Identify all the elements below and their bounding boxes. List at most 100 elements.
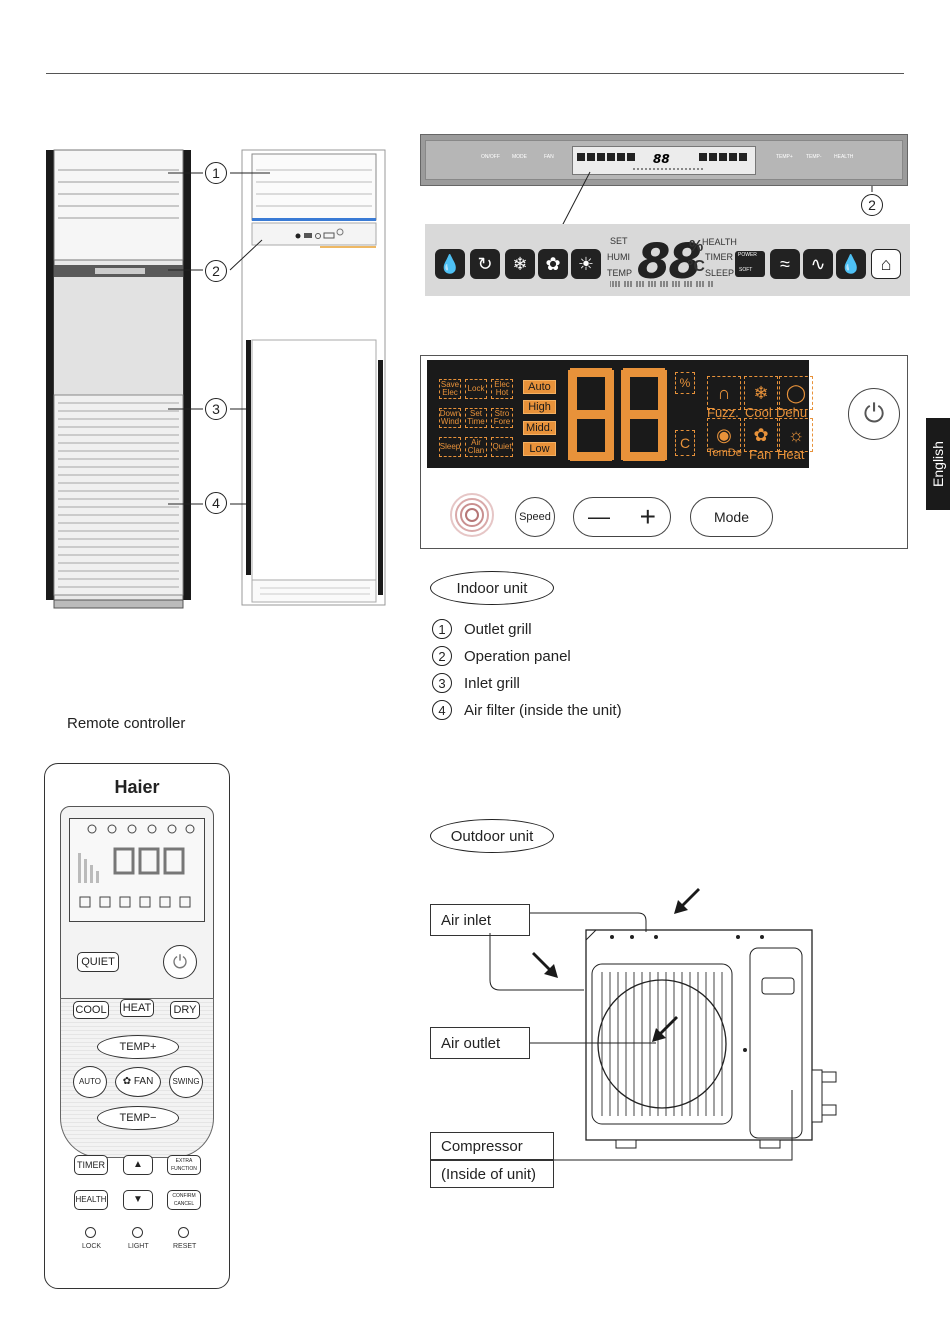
strip-tempplus-button[interactable]: TEMP+ <box>776 154 793 160</box>
dry-button[interactable]: DRY <box>170 1001 200 1019</box>
extra-function-button[interactable]: EXTRA FUNCTION <box>167 1155 201 1175</box>
indoor-unit-drawing <box>46 149 386 609</box>
up-button[interactable]: ▲ <box>123 1155 153 1175</box>
swing-button[interactable]: SWING <box>169 1066 203 1098</box>
down-button[interactable]: ▼ <box>123 1190 153 1210</box>
lcd-celsius: °C <box>687 258 705 275</box>
callout-3: 3 <box>205 398 227 420</box>
remote-power-button[interactable]: ⏻ <box>163 945 197 979</box>
celsius-indicator-icon: C <box>675 430 695 456</box>
temde-mode-label: TemDe <box>707 447 742 459</box>
humidify-icon: 💧 <box>836 249 866 279</box>
lcd-tick-bar <box>610 281 713 287</box>
stro-fore-indicator: Stro Fore <box>491 408 513 428</box>
fan-icon: ✿ <box>538 249 568 279</box>
cool-button[interactable]: COOL <box>73 1001 109 1019</box>
fan-icon: ✿ <box>122 1076 132 1087</box>
temp-adjust-button[interactable]: — + <box>573 497 671 537</box>
percent-indicator-icon: % <box>675 372 695 394</box>
lcd-health-label: HEALTH <box>702 237 737 247</box>
speed-low-indicator: Low <box>523 442 556 456</box>
outdoor-unit-title: Outdoor unit <box>430 819 554 853</box>
heat-icon: ☀ <box>571 249 601 279</box>
heat-mode-icon: ☼ <box>779 418 813 452</box>
air-outlet-label: Air outlet <box>430 1027 530 1059</box>
auto-icon: ↻ <box>470 249 500 279</box>
timer-button[interactable]: TIMER <box>74 1155 108 1175</box>
speed-button[interactable]: Speed <box>515 497 555 537</box>
health-button[interactable]: HEALTH <box>74 1190 108 1210</box>
power-button[interactable]: ⏻ <box>848 388 900 440</box>
confirm-cancel-button[interactable]: CONFIRM CANCEL <box>167 1190 201 1210</box>
auto-button[interactable]: AUTO <box>73 1066 107 1098</box>
fuzzy-mode-icon: ∩ <box>707 376 741 410</box>
language-tab-label: English <box>930 441 947 487</box>
strip-fan-button[interactable]: FAN <box>544 154 554 160</box>
speed-high-indicator: High <box>523 400 556 414</box>
fuzz-mode-label: Fuzz. <box>707 405 739 420</box>
outdoor-unit-drawing <box>489 888 837 1161</box>
lcd-temp-label: TEMP <box>607 268 633 278</box>
light-hole-button[interactable] <box>132 1227 143 1238</box>
defrost-icon: ∿ <box>803 249 833 279</box>
remote-controller: Haier QUIET ⏻ COOL HEAT DRY TEMP+ AUTO ✿… <box>44 763 230 1289</box>
fan-mode-icon: ✿ <box>744 418 778 452</box>
strip-health-button[interactable]: HEALTH <box>834 154 854 160</box>
lock-hole-button[interactable] <box>85 1227 96 1238</box>
plus-button[interactable]: + <box>639 501 656 532</box>
remote-section-title: Remote controller <box>67 715 186 732</box>
cool-mode-label: Cool <box>745 405 772 420</box>
temp-plus-button[interactable]: TEMP+ <box>97 1035 179 1059</box>
cool-icon: ❄ <box>505 249 535 279</box>
heat-mode-label: Heat <box>777 447 805 462</box>
quiet-button[interactable]: QUIET <box>77 952 119 972</box>
compressor-label: Compressor <box>430 1132 554 1160</box>
down-wind-indicator: Down Wind <box>439 408 461 428</box>
callout-4: 4 <box>205 492 227 514</box>
lcd-digits: 88 <box>637 234 702 290</box>
lcd-sleep-label: SLEEP <box>705 268 735 278</box>
control-strip: ON/OFF MODE FAN 88 TEMP+ TEMP- HEALTH <box>420 134 908 186</box>
lcd-timer-label: TIMER <box>705 252 733 262</box>
home-icon: ⌂ <box>871 249 901 279</box>
callout-1: 1 <box>205 162 227 184</box>
set-time-indicator: Set Time <box>465 408 487 428</box>
speed-midd-indicator: Midd. <box>523 421 556 435</box>
lcd-set-label: SET <box>610 236 628 246</box>
fan-mode-label: Fan <box>749 447 772 462</box>
header-rule <box>46 73 904 74</box>
sleep-indicator: Sleep <box>439 437 461 457</box>
strip-mode-button[interactable]: MODE <box>512 154 527 160</box>
strip-leader-lines <box>561 171 873 227</box>
light-label: LIGHT <box>128 1243 149 1250</box>
mode-button[interactable]: Mode <box>690 497 773 537</box>
strip-onoff-button[interactable]: ON/OFF <box>481 154 500 160</box>
fan-button[interactable]: ✿ FAN <box>115 1067 161 1097</box>
heater-icon: ≈ <box>770 249 800 279</box>
speed-auto-indicator: Auto <box>523 380 556 394</box>
soft-label: SOFT <box>739 267 753 273</box>
power-soft-icon: POWER SOFT <box>735 251 765 277</box>
reset-hole-button[interactable] <box>178 1227 189 1238</box>
strip-callout-2: 2 <box>861 194 883 216</box>
sensor-ripple-icon <box>450 493 494 537</box>
minus-button[interactable]: — <box>588 504 610 529</box>
language-tab[interactable]: English <box>926 418 950 510</box>
heat-button[interactable]: HEAT <box>120 999 154 1017</box>
temde-mode-icon: ◉ <box>707 418 741 452</box>
power-label: POWER <box>738 252 757 258</box>
remote-lcd <box>69 818 205 922</box>
svg-text:88: 88 <box>653 152 670 166</box>
strip-tempminus-button[interactable]: TEMP- <box>806 154 822 160</box>
lcd-zoom: 💧 ↻ ❄ ✿ ☀ SET HUMI TEMP 88 % °C HEALTH T… <box>425 224 910 296</box>
cool-mode-icon: ❄ <box>744 376 778 410</box>
temp-minus-button[interactable]: TEMP− <box>97 1106 179 1130</box>
reset-label: RESET <box>173 1243 197 1250</box>
dry-icon: 💧 <box>435 249 465 279</box>
air-inlet-label: Air inlet <box>430 904 530 936</box>
digital-display: Save Elec Lock Elec Hot Down Wind Set Ti… <box>427 360 813 468</box>
